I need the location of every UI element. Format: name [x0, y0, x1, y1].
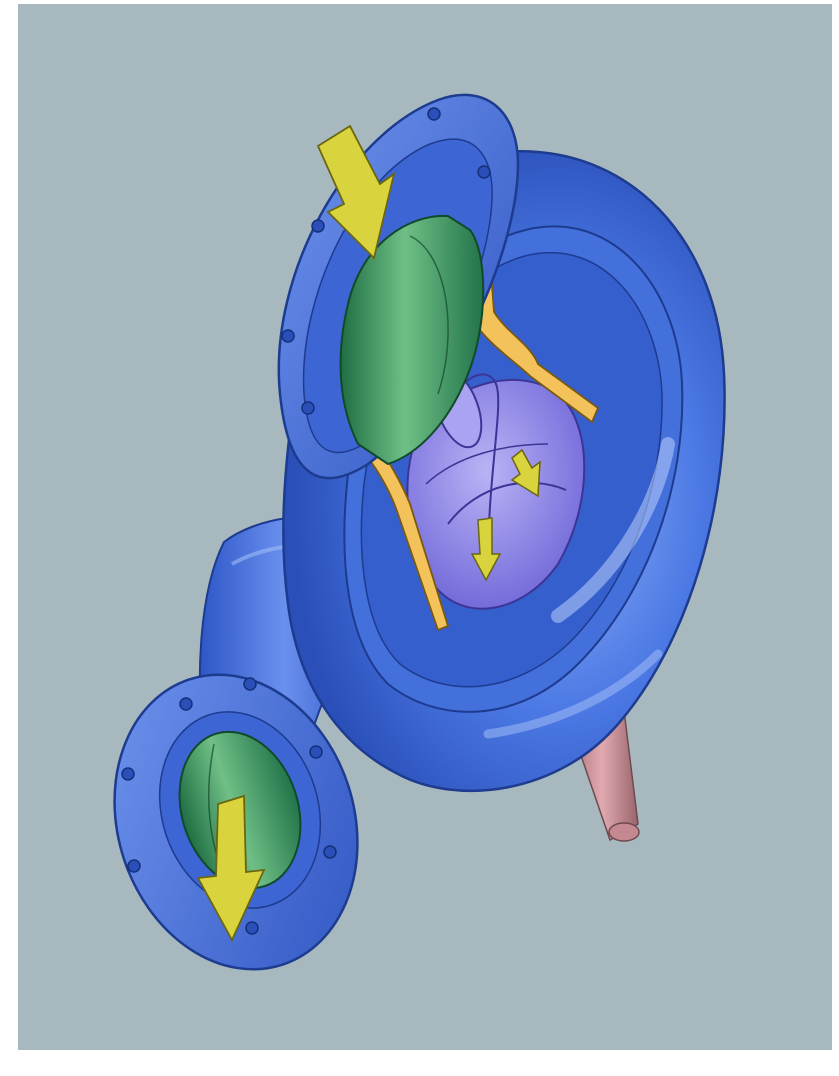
bolt-hole	[246, 922, 258, 934]
bolt-hole	[302, 402, 314, 414]
bolt-hole	[478, 166, 490, 178]
bolt-hole	[244, 678, 256, 690]
bolt-hole	[122, 768, 134, 780]
bolt-hole	[180, 698, 192, 710]
bolt-hole	[282, 330, 294, 342]
pump-cutaway-diagram	[18, 4, 832, 1050]
bolt-hole	[312, 220, 324, 232]
pump-illustration	[18, 4, 832, 1050]
bolt-hole	[310, 746, 322, 758]
bolt-hole	[428, 108, 440, 120]
bolt-hole	[324, 846, 336, 858]
bolt-hole	[128, 860, 140, 872]
